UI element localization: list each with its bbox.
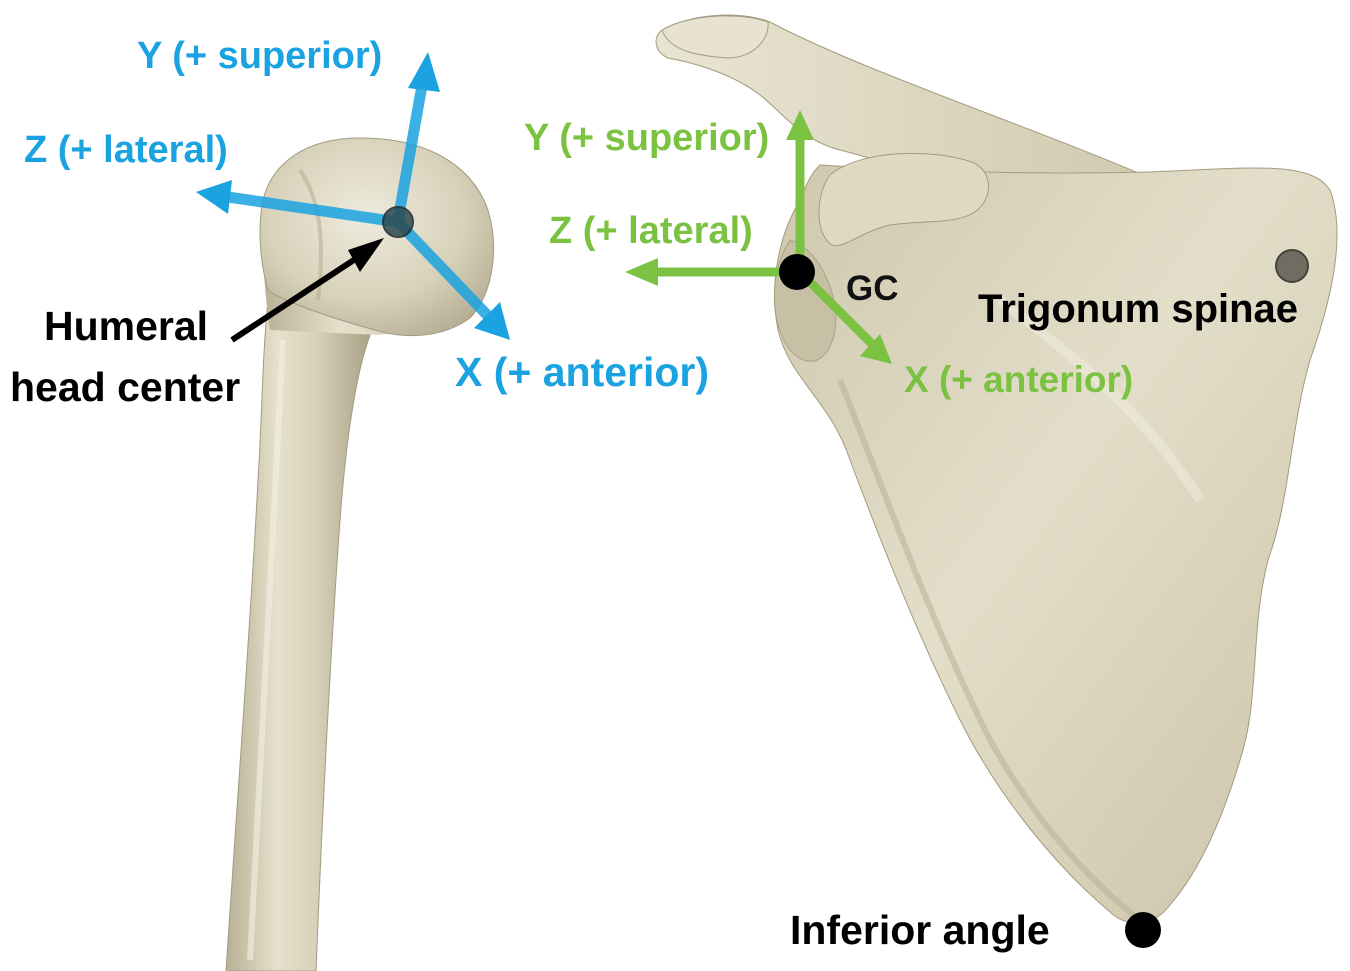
gc-label: GC xyxy=(846,269,899,308)
scapula-x-axis-label: X (+ anterior) xyxy=(904,359,1133,400)
inferior-angle-label: Inferior angle xyxy=(790,907,1050,953)
scapula-z-arrowhead xyxy=(625,258,658,286)
gc-point xyxy=(779,254,815,290)
humerus-shaft xyxy=(226,300,372,971)
humerus-z-axis-label: Z (+ lateral) xyxy=(24,129,228,171)
humeral-head-label-line2: head center xyxy=(10,364,240,410)
trigonum-spinae-label: Trigonum spinae xyxy=(978,287,1298,331)
humerus-y-axis-label: Y (+ superior) xyxy=(137,35,382,77)
scapula-z-axis-label: Z (+ lateral) xyxy=(549,210,753,252)
humerus-x-axis-label: X (+ anterior) xyxy=(455,349,709,395)
humerus-z-arrowhead xyxy=(196,180,232,214)
trigonum-spinae-point xyxy=(1276,250,1308,282)
humerus-y-arrowhead xyxy=(408,52,440,92)
humeral-head-label-line1: Humeral xyxy=(44,303,208,349)
inferior-angle-point xyxy=(1125,912,1161,948)
humeral-head-center-point xyxy=(383,207,413,237)
scapula-y-axis-label: Y (+ superior) xyxy=(524,117,769,159)
